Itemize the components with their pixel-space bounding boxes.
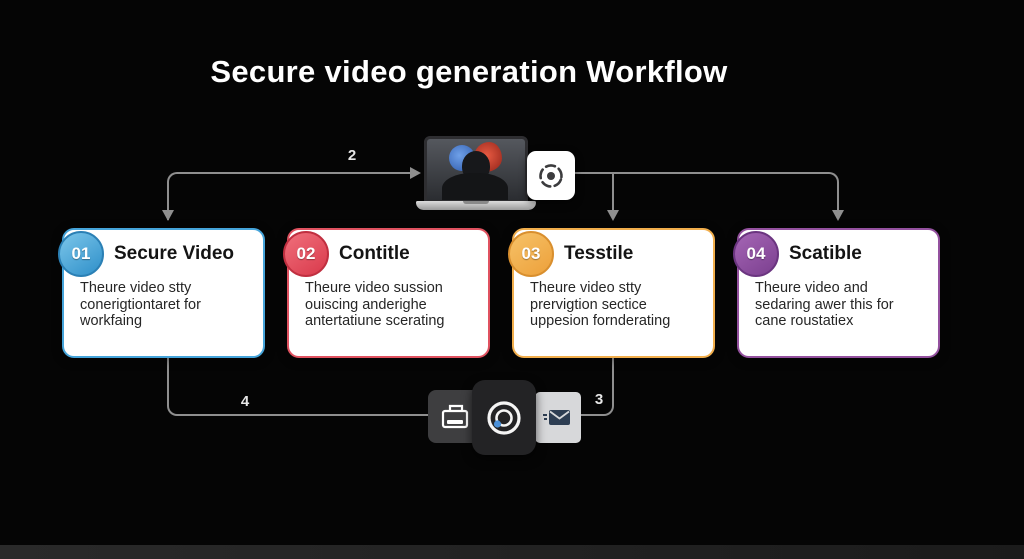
bottom-strip <box>0 545 1024 559</box>
camera-lens-logo-tile <box>472 380 536 455</box>
card-description: Theure video and sedaring awer this for … <box>755 280 894 330</box>
laptop-icon <box>424 136 528 203</box>
connector-label-4: 4 <box>240 393 250 410</box>
arrowhead-to-card4 <box>832 210 844 221</box>
media-frames-icon <box>441 404 468 428</box>
step-number-badge: 04 <box>733 231 779 277</box>
step-card-secure-video: 01 Secure Video Theure video stty coneri… <box>58 228 265 358</box>
connector-label-2: 2 <box>347 147 357 164</box>
connector-bottom-left <box>167 358 430 416</box>
step-card-scatible: 04 Scatible Theure video and sedaring aw… <box>733 228 940 358</box>
connector-bottom-right <box>580 358 614 416</box>
step-card-contitle: 02 Contitle Theure video sussion ouiscin… <box>283 228 490 358</box>
connector-top-left <box>167 172 412 220</box>
card-title: Tesstile <box>564 243 634 264</box>
card-description: Theure video stty prervigtion sectice up… <box>530 280 671 330</box>
card-title: Secure Video <box>114 243 235 264</box>
arrowhead-to-laptop <box>410 167 421 179</box>
step-card-tesstile: 03 Tesstile Theure video stty prervigtio… <box>508 228 715 358</box>
card-description: Theure video sussion ouiscing anderighe … <box>305 280 445 330</box>
step-number-badge: 01 <box>58 231 104 277</box>
card-title: Contitle <box>339 243 410 264</box>
focus-target-tile <box>527 151 575 200</box>
connector-to-card3 <box>612 173 614 212</box>
step-number-badge: 02 <box>283 231 329 277</box>
camera-lens-logo-icon <box>487 400 521 435</box>
arrowhead-to-card1 <box>162 210 174 221</box>
email-tile <box>535 392 581 443</box>
step-number-badge: 03 <box>508 231 554 277</box>
focus-target-icon <box>539 163 563 188</box>
arrowhead-to-card3 <box>607 210 619 221</box>
connector-label-3: 3 <box>594 391 604 408</box>
page-title: Secure video generation Workflow <box>210 54 728 89</box>
laptop-notch <box>463 201 489 204</box>
laptop-base <box>416 201 536 210</box>
connector-top-right <box>575 172 839 218</box>
person-silhouette-shoulders <box>442 173 508 200</box>
card-title: Scatible <box>789 243 862 264</box>
card-description: Theure video stty conerigtiontaret for w… <box>80 280 201 330</box>
video-preview-thumbnail <box>427 139 525 200</box>
email-send-icon <box>543 409 570 425</box>
